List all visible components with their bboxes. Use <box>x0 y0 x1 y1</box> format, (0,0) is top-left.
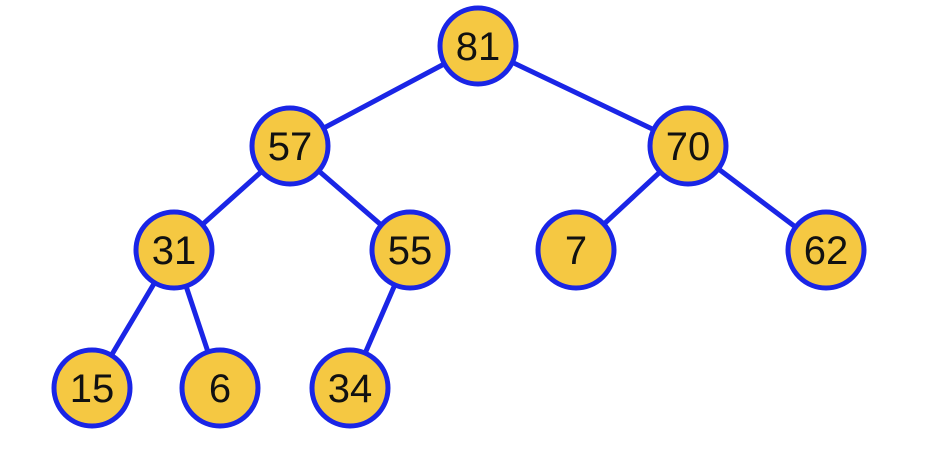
tree-node-57: 57 <box>249 105 331 187</box>
node-circle <box>647 105 729 187</box>
node-label: 31 <box>152 229 197 273</box>
node-label: 55 <box>388 229 433 273</box>
node-label: 57 <box>268 125 313 169</box>
tree-edges <box>89 43 829 391</box>
node-label: 15 <box>70 367 115 411</box>
tree-node-6: 6 <box>179 347 261 429</box>
node-circle <box>51 347 133 429</box>
node-label: 70 <box>666 125 711 169</box>
node-circle <box>535 209 617 291</box>
node-circle <box>437 5 519 87</box>
tree-node-55: 55 <box>369 209 451 291</box>
node-circle <box>309 347 391 429</box>
tree-node-62: 62 <box>785 209 867 291</box>
node-circle <box>179 347 261 429</box>
node-circle <box>249 105 331 187</box>
node-label: 6 <box>209 367 231 411</box>
node-circle <box>369 209 451 291</box>
node-label: 7 <box>565 229 587 273</box>
node-circle <box>133 209 215 291</box>
tree-node-15: 15 <box>51 347 133 429</box>
tree-node-81: 81 <box>437 5 519 87</box>
node-circle <box>785 209 867 291</box>
tree-node-34: 34 <box>309 347 391 429</box>
tree-node-31: 31 <box>133 209 215 291</box>
tree-node-70: 70 <box>647 105 729 187</box>
tree-nodes: 81 57 70 31 55 7 62 15 6 34 <box>51 5 867 429</box>
node-label: 81 <box>456 25 501 69</box>
tree-node-7: 7 <box>535 209 617 291</box>
node-label: 62 <box>804 229 849 273</box>
node-label: 34 <box>328 367 373 411</box>
